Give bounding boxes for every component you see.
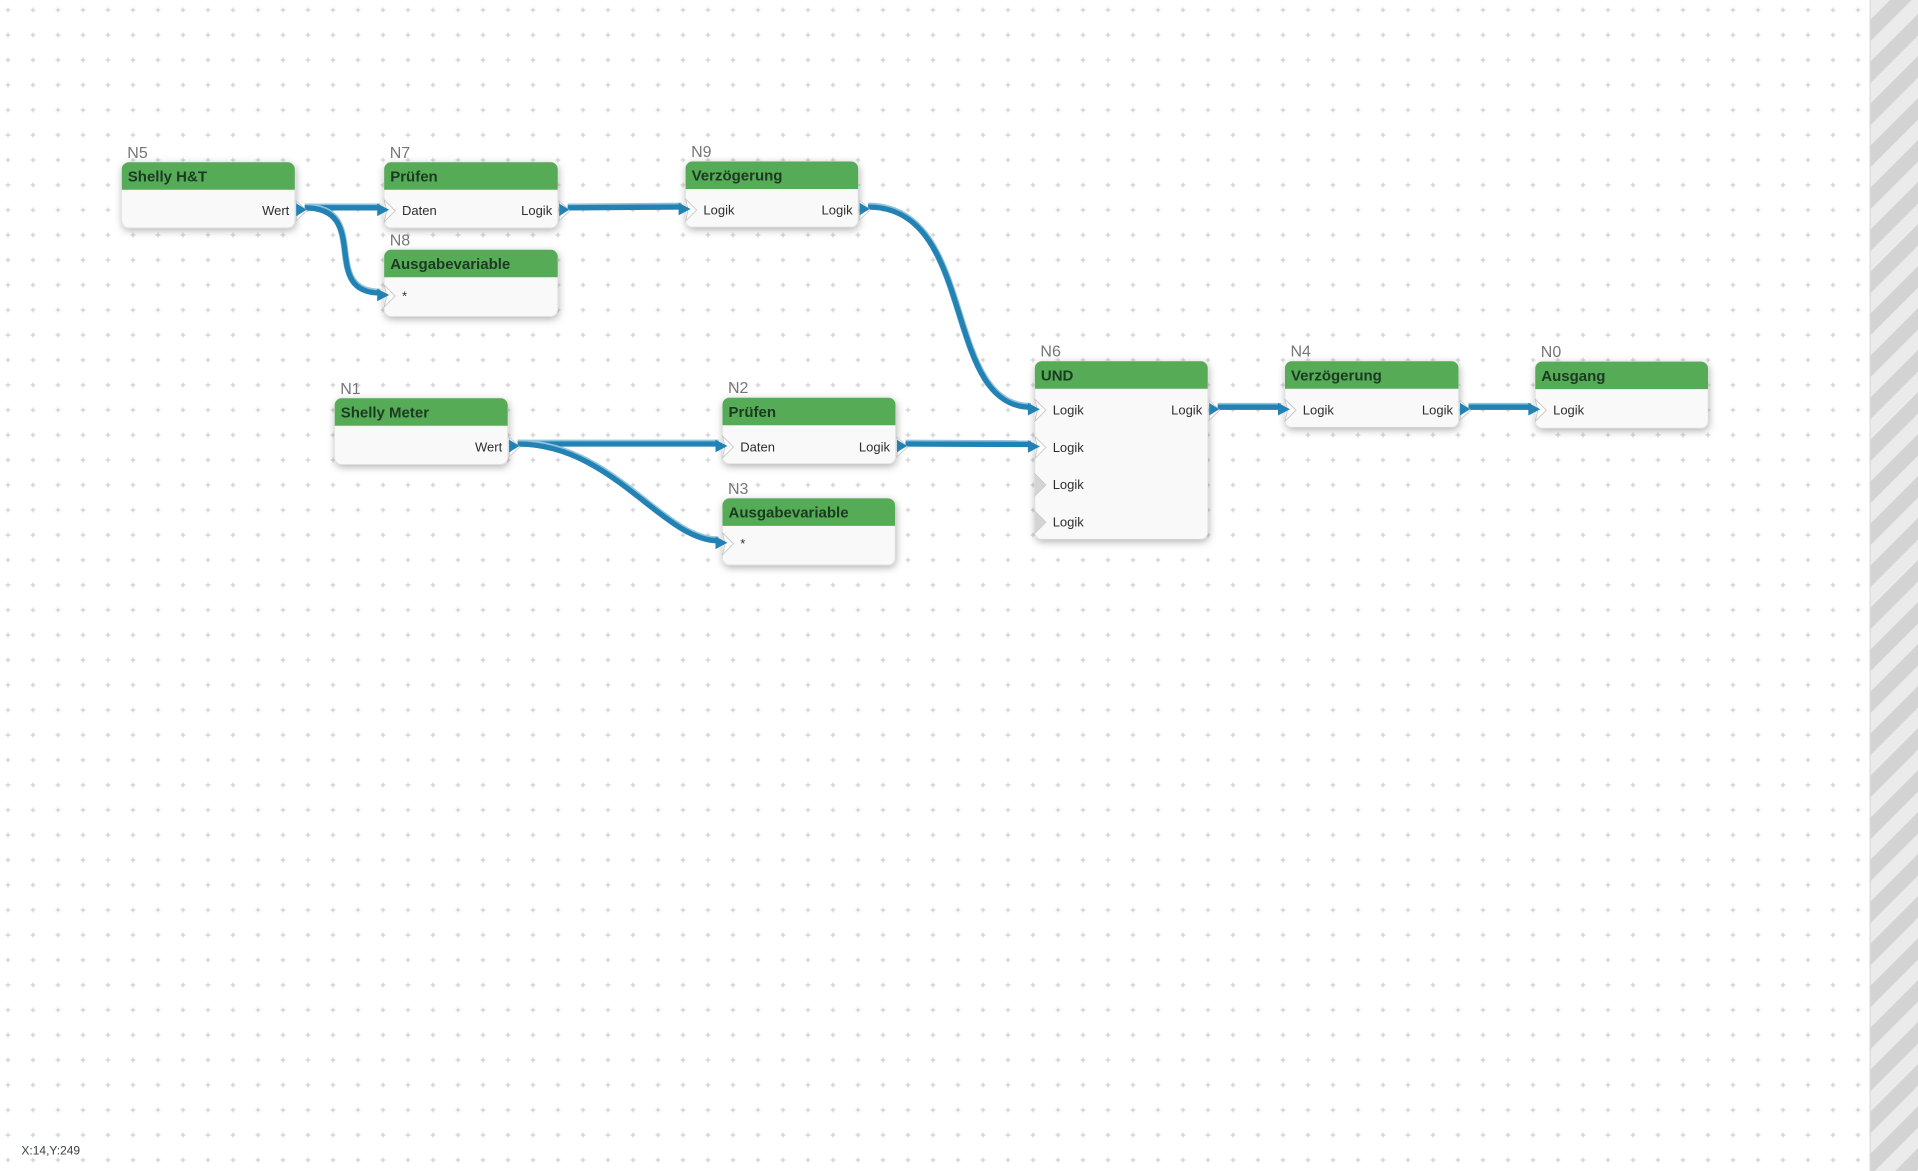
svg-text:Wert: Wert: [475, 439, 503, 454]
svg-text:Wert: Wert: [262, 203, 290, 218]
svg-text:Daten: Daten: [740, 439, 775, 454]
svg-text:N2: N2: [728, 380, 749, 397]
svg-text:Prüfen: Prüfen: [390, 169, 438, 186]
svg-text:Prüfen: Prüfen: [729, 404, 777, 421]
svg-text:Logik: Logik: [703, 202, 735, 217]
svg-text:Shelly H&T: Shelly H&T: [128, 169, 207, 186]
svg-text:N5: N5: [127, 145, 148, 162]
svg-text:Ausgang: Ausgang: [1541, 368, 1605, 385]
svg-text:Logik: Logik: [822, 202, 854, 217]
svg-text:Shelly Meter: Shelly Meter: [341, 405, 430, 422]
svg-text:N8: N8: [390, 232, 411, 249]
svg-text:Ausgabevariable: Ausgabevariable: [390, 256, 510, 273]
svg-text:Logik: Logik: [1053, 440, 1085, 455]
svg-text:N7: N7: [390, 145, 411, 162]
svg-text:Logik: Logik: [1053, 403, 1085, 418]
svg-text:Logik: Logik: [1053, 514, 1085, 529]
svg-text:*: *: [402, 288, 407, 303]
svg-text:Logik: Logik: [1553, 403, 1585, 418]
svg-text:Logik: Logik: [1053, 477, 1085, 492]
svg-text:N1: N1: [340, 381, 361, 398]
svg-text:N0: N0: [1541, 344, 1562, 361]
svg-text:N3: N3: [728, 481, 749, 498]
svg-text:Logik: Logik: [1422, 403, 1454, 418]
svg-text:Verzögerung: Verzögerung: [1291, 367, 1382, 384]
svg-text:Daten: Daten: [402, 203, 437, 218]
svg-text:Logik: Logik: [1171, 403, 1203, 418]
svg-text:Logik: Logik: [859, 439, 891, 454]
svg-text:Verzögerung: Verzögerung: [692, 168, 783, 185]
svg-text:Ausgabevariable: Ausgabevariable: [729, 505, 849, 522]
svg-text:N4: N4: [1291, 344, 1312, 361]
svg-text:UND: UND: [1041, 367, 1074, 384]
svg-text:X:14,Y:249: X:14,Y:249: [21, 1143, 80, 1157]
svg-text:N9: N9: [691, 144, 712, 161]
svg-text:N6: N6: [1040, 344, 1061, 361]
svg-text:Logik: Logik: [521, 203, 553, 218]
svg-text:*: *: [740, 536, 745, 551]
svg-text:Logik: Logik: [1303, 403, 1335, 418]
